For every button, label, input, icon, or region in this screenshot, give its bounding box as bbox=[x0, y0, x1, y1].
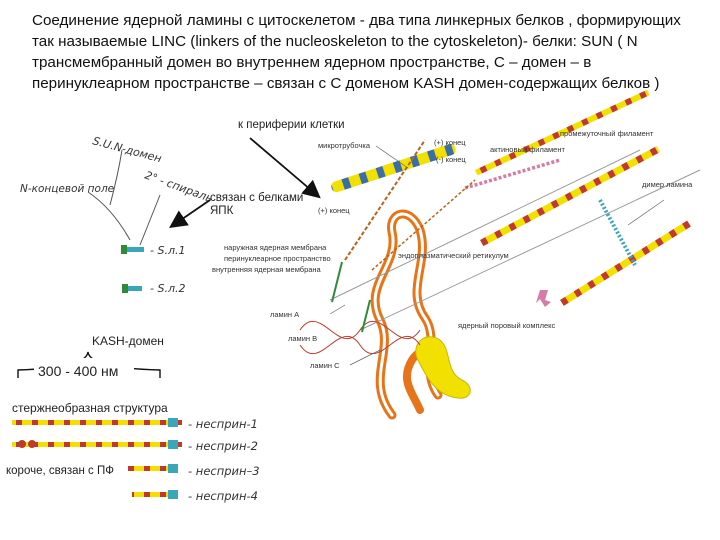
label-actin: актиновый филамент bbox=[490, 145, 565, 154]
pointer-lamin-a bbox=[329, 304, 346, 315]
nesprin4-bar bbox=[132, 492, 178, 497]
nesprin2-label: - несприн-2 bbox=[188, 439, 258, 453]
pointer-microtubule bbox=[375, 145, 409, 169]
lamin-blob bbox=[536, 290, 551, 307]
nesprin2-head2 bbox=[28, 440, 36, 448]
label-lamin-b: ламин В bbox=[288, 334, 317, 343]
label-nuclear-pore: ядерный поровый комплекс bbox=[458, 321, 555, 330]
label-lamin-a: ламин А bbox=[270, 310, 299, 319]
n-terminal-line bbox=[87, 191, 131, 241]
title-text: Соединение ядерной ламины с цитоскелетом… bbox=[32, 12, 681, 92]
sun2-label: - S.л.2 bbox=[150, 282, 185, 295]
inner-membrane-line bbox=[359, 169, 701, 331]
lamin-dimer-filament bbox=[598, 199, 637, 266]
sun2-tm bbox=[122, 284, 128, 293]
sun-domain-line bbox=[109, 149, 123, 206]
npc-arrow bbox=[169, 199, 211, 229]
sun1-tm bbox=[121, 245, 127, 254]
lamina-wave-2 bbox=[299, 336, 421, 354]
nesprin4-label: - несприн-4 bbox=[188, 489, 258, 503]
nesprin-connector-2 bbox=[371, 179, 476, 271]
nesprin3-bar bbox=[128, 466, 178, 471]
n-terminal-label: N-концевой поле bbox=[20, 183, 114, 195]
label-microtubule: микротрубочка bbox=[318, 141, 371, 150]
nesprin3-label: - несприн–3 bbox=[188, 464, 260, 478]
kash-domain-label: KASH-домен bbox=[92, 334, 164, 348]
nesprin1-label: - несприн-1 bbox=[188, 417, 258, 431]
label-perinuclear: перинуклеарное пространство bbox=[224, 254, 331, 263]
npc-label-line1: связан с белками bbox=[210, 192, 303, 204]
label-lamin-c: ламин С bbox=[310, 361, 340, 370]
shorter-pf-label: короче, связан с ПФ bbox=[6, 465, 114, 477]
pointer-lamin-dimer bbox=[627, 199, 665, 226]
nesprin2-bar bbox=[12, 442, 182, 447]
coil-domain-line bbox=[139, 194, 161, 246]
label-plus-end: (+) конец bbox=[318, 206, 350, 215]
label-lamin-dimer: димер ламина bbox=[642, 180, 693, 189]
periphery-arrow bbox=[249, 137, 321, 199]
periphery-label: к периферии клетки bbox=[238, 119, 345, 131]
actin-filament bbox=[464, 158, 561, 190]
intermediate-filament-3 bbox=[475, 89, 650, 176]
sun1-label: - S.л.1 bbox=[150, 244, 185, 257]
size-label-bg bbox=[34, 358, 134, 382]
npc-label-line2: ЯПК bbox=[210, 205, 234, 217]
label-minus-end: (-) конец bbox=[436, 155, 466, 164]
label-plus-end-top: (+) конец bbox=[434, 138, 466, 147]
sun-marker-2 bbox=[361, 299, 371, 333]
nesprin2-kash bbox=[168, 440, 178, 449]
nesprin4-kash bbox=[168, 490, 178, 499]
outer-membrane-line bbox=[329, 149, 641, 301]
sun-marker-1 bbox=[331, 261, 343, 303]
intermediate-filament-1 bbox=[480, 146, 660, 247]
coil-domain-label: 2° - спираль bbox=[143, 169, 214, 206]
label-er: эндоплазматический ретикулум bbox=[398, 251, 509, 260]
nesprin1-bar bbox=[12, 420, 182, 425]
sun2-protein bbox=[124, 286, 142, 291]
sun-domain-label: S.U.N-домен bbox=[91, 134, 163, 165]
label-outer-membrane: наружная ядерная мембрана bbox=[224, 243, 327, 252]
membrane-fold-1-lumen bbox=[373, 212, 440, 417]
nesprin2-head bbox=[18, 440, 26, 448]
nesprin1-kash bbox=[168, 418, 178, 427]
nesprin-connector-1 bbox=[344, 139, 426, 261]
size-range-label: 300 - 400 нм bbox=[38, 363, 118, 379]
nuclear-pore bbox=[415, 336, 471, 399]
sun1-protein bbox=[126, 247, 144, 252]
label-inner-membrane: внутренняя ядерная мембрана bbox=[212, 265, 322, 274]
microtubule bbox=[331, 144, 456, 193]
rod-structure-label: стержнеобразная структура bbox=[12, 401, 168, 415]
lamina-wave-1 bbox=[299, 321, 421, 339]
intermediate-filament-2 bbox=[560, 220, 691, 306]
pointer-lamin-c bbox=[349, 349, 381, 366]
nesprin3-kash bbox=[168, 464, 178, 473]
label-intermediate: промежуточный филамент bbox=[560, 129, 654, 138]
